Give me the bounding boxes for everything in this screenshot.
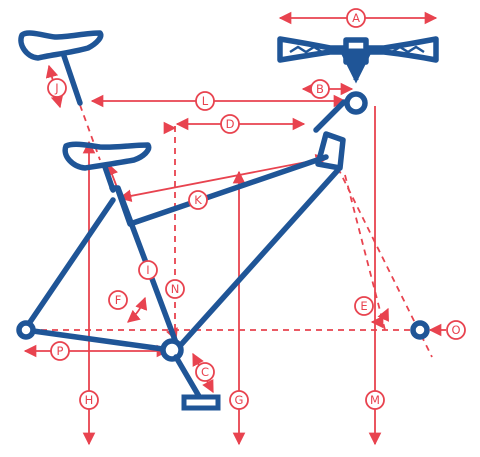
handlebar-outline bbox=[277, 36, 439, 65]
svg-text:E: E bbox=[360, 299, 367, 313]
seat-stay bbox=[23, 197, 116, 331]
svg-text:O: O bbox=[451, 323, 460, 337]
measure-e-arc bbox=[370, 307, 389, 329]
svg-text:J: J bbox=[54, 81, 58, 95]
top-tube bbox=[115, 154, 329, 227]
measure-f-arc bbox=[127, 296, 148, 323]
head-axis-dash-2 bbox=[344, 174, 386, 331]
pedal bbox=[181, 394, 221, 411]
label-p: P bbox=[50, 341, 70, 361]
label-l: L bbox=[195, 91, 215, 111]
handlebar-clamp bbox=[344, 91, 368, 115]
bike-frame bbox=[16, 30, 439, 411]
label-e: E bbox=[354, 296, 374, 316]
label-b: B bbox=[310, 79, 330, 99]
label-o: O bbox=[446, 320, 466, 340]
svg-text:I: I bbox=[146, 263, 149, 277]
raised-saddle bbox=[18, 30, 104, 61]
down-tube bbox=[175, 167, 341, 351]
svg-text:G: G bbox=[235, 393, 244, 407]
head-axis-dash-1 bbox=[337, 167, 433, 358]
svg-text:F: F bbox=[115, 293, 122, 307]
handlebar-top-view bbox=[277, 36, 439, 84]
svg-text:L: L bbox=[202, 94, 209, 108]
svg-text:P: P bbox=[57, 344, 64, 358]
svg-text:A: A bbox=[352, 11, 360, 25]
rear-axle bbox=[16, 320, 36, 340]
label-f: F bbox=[108, 290, 128, 310]
label-d: D bbox=[220, 114, 240, 134]
raised-seatpost bbox=[61, 53, 83, 106]
label-c: C bbox=[195, 362, 215, 382]
letter-labels: A B J L D K I N F E O P C H G M bbox=[47, 8, 466, 410]
handlebar-detail-right bbox=[391, 45, 425, 54]
label-a: A bbox=[346, 8, 366, 28]
label-n: N bbox=[165, 279, 185, 299]
label-k: K bbox=[188, 190, 208, 210]
svg-text:H: H bbox=[85, 393, 94, 407]
svg-text:K: K bbox=[194, 193, 202, 207]
crank-arm bbox=[173, 354, 203, 401]
label-m: M bbox=[365, 390, 385, 410]
svg-text:D: D bbox=[226, 117, 235, 131]
measure-k-line bbox=[118, 153, 329, 203]
label-j: J bbox=[47, 78, 67, 98]
head-tube bbox=[315, 131, 346, 171]
front-axle bbox=[410, 320, 430, 340]
label-g: G bbox=[229, 390, 249, 410]
svg-text:M: M bbox=[370, 393, 380, 407]
seat-axis-dash bbox=[79, 104, 101, 161]
lower-saddle bbox=[62, 141, 152, 171]
label-i: I bbox=[138, 260, 158, 280]
svg-text:C: C bbox=[201, 365, 209, 379]
svg-text:N: N bbox=[171, 282, 180, 296]
svg-text:B: B bbox=[316, 82, 324, 96]
label-h: H bbox=[79, 390, 99, 410]
stem bbox=[313, 99, 347, 133]
measurement-lines bbox=[23, 11, 438, 446]
handlebar-detail-left bbox=[289, 45, 323, 54]
chain-stay bbox=[23, 327, 173, 353]
